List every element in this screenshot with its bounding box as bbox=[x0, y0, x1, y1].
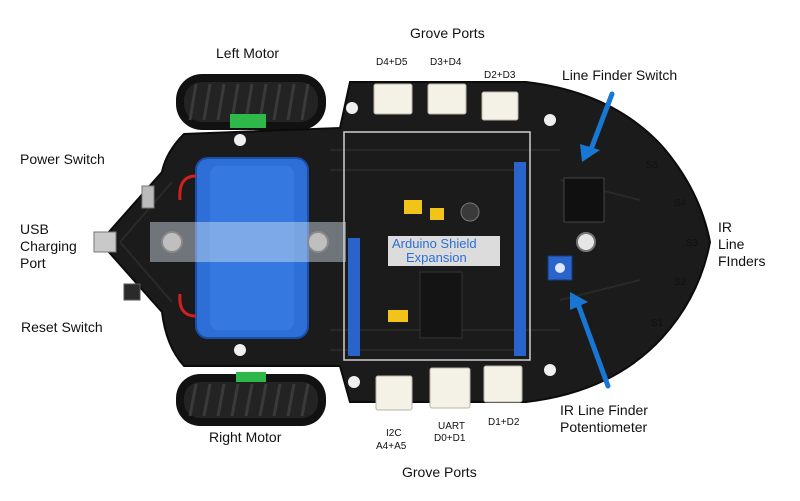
sensor-label-s3: S3 bbox=[686, 238, 699, 249]
arduino-shield bbox=[343, 131, 531, 361]
port-label-uart: UART bbox=[438, 421, 466, 432]
port-label-d1d2: D1+D2 bbox=[488, 417, 520, 428]
power-switch[interactable] bbox=[141, 185, 155, 209]
ir-potentiometer-label-line2: Potentiometer bbox=[560, 419, 648, 435]
battery-pack bbox=[150, 157, 346, 339]
ir-potentiometer-label-line1: IR Line Finder bbox=[560, 402, 648, 418]
callout-arrows bbox=[570, 91, 615, 389]
usb-charging-port-label-line1: USB bbox=[20, 221, 49, 237]
port-label-d2d3: D2+D3 bbox=[484, 70, 516, 81]
right-motor-wheel bbox=[176, 372, 326, 426]
port-label-d0d1: D0+D1 bbox=[434, 433, 466, 444]
ir-line-finders-label-line1: IR bbox=[718, 219, 732, 235]
sensor-label-s4: S4 bbox=[674, 198, 687, 209]
reset-switch[interactable] bbox=[123, 283, 141, 301]
usb-charging-port[interactable] bbox=[93, 231, 117, 253]
grove-ports-bottom-label: Grove Ports bbox=[402, 464, 477, 480]
grove-connectors-bottom bbox=[375, 365, 523, 411]
power-switch-label: Power Switch bbox=[20, 151, 105, 167]
mounting-holes bbox=[234, 102, 556, 388]
arduino-shield-label-line1: Arduino Shield bbox=[392, 236, 477, 251]
port-label-a4a5: A4+A5 bbox=[376, 441, 407, 452]
sensor-label-s2: S2 bbox=[674, 277, 687, 288]
ir-line-finders-label-line2: Line bbox=[718, 236, 745, 252]
grove-ports-top-label: Grove Ports bbox=[410, 25, 485, 41]
port-label-d3d4: D3+D4 bbox=[430, 57, 462, 68]
right-motor-label: Right Motor bbox=[209, 429, 282, 445]
line-finder-switch-label: Line Finder Switch bbox=[562, 67, 678, 83]
ir-line-finders-label-line3: FInders bbox=[718, 253, 766, 269]
grove-connectors-top bbox=[373, 83, 519, 121]
ir-line-finder-array bbox=[547, 177, 605, 281]
usb-charging-port-label-line2: Charging bbox=[20, 238, 77, 254]
left-motor-wheel bbox=[176, 74, 326, 130]
reset-switch-label: Reset Switch bbox=[21, 319, 103, 335]
left-motor-label: Left Motor bbox=[216, 45, 280, 61]
port-label-i2c: I2C bbox=[386, 428, 402, 439]
sensor-label-s5: S5 bbox=[646, 160, 659, 171]
usb-charging-port-label-line3: Port bbox=[20, 255, 46, 271]
port-label-d4d5: D4+D5 bbox=[376, 57, 408, 68]
sensor-label-s1: S1 bbox=[651, 318, 664, 329]
arduino-shield-label-line2: Expansion bbox=[406, 250, 467, 265]
